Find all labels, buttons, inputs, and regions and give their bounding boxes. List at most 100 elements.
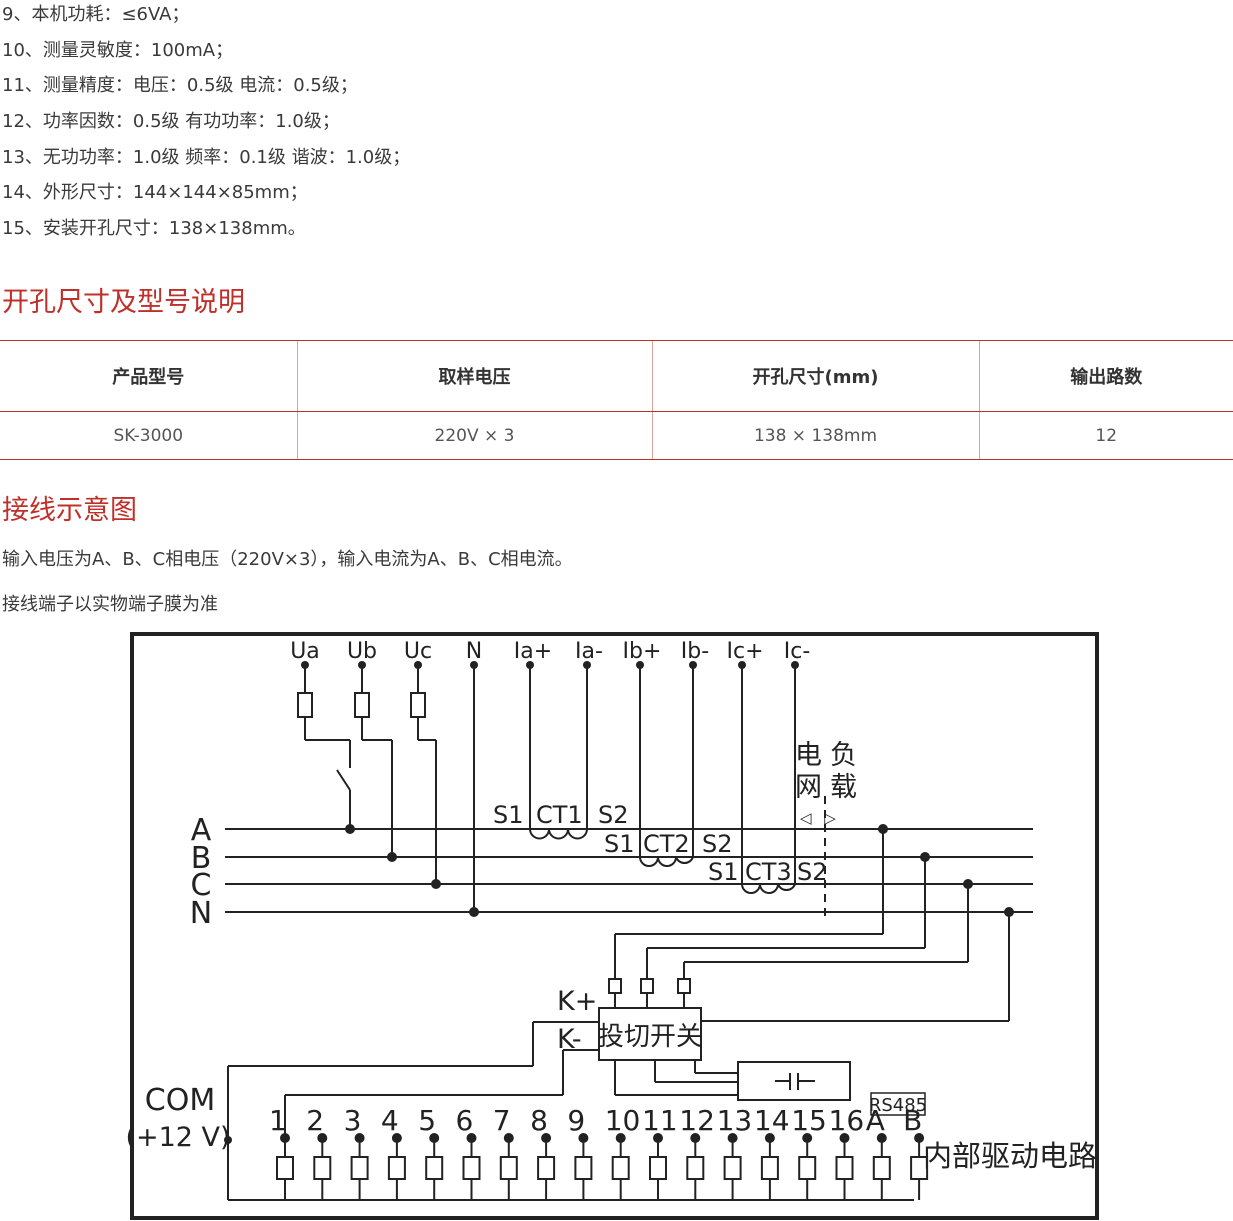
wiring-section-title: 接线示意图 (2, 495, 137, 526)
terminal-block (760, 1156, 779, 1180)
k-minus-label: K- (557, 1024, 582, 1055)
terminal-label-ub: Ub (347, 639, 377, 664)
table-row: SK-3000 220V × 3 138 × 138mm 12 (0, 411, 1233, 460)
terminal-number-3: 3 (344, 1104, 362, 1137)
terminal-block (723, 1156, 742, 1180)
terminal-number-9: 9 (567, 1104, 585, 1137)
spec-line-10: 10、测量灵敏度：100mA； (2, 40, 234, 61)
ct3-s2-label: S2 (797, 858, 828, 886)
model-section-title: 开孔尺寸及型号说明 (2, 287, 245, 318)
terminal-label-ia-minus: Ia- (575, 639, 603, 664)
switch-label: 投切开关 (598, 1022, 702, 1052)
table-cell: 138 × 138mm (651, 411, 979, 460)
table-header-cell: 开孔尺寸(mm) (651, 340, 979, 412)
terminal-number-11: 11 (642, 1104, 678, 1137)
terminal-number-4: 4 (381, 1104, 399, 1137)
terminal-label-ib-minus: Ib- (681, 639, 709, 664)
ct2-label: CT2 (643, 830, 690, 858)
terminal-number-7: 7 (493, 1104, 511, 1137)
ct1-s1-label: S1 (493, 801, 524, 829)
terminal-number-8: 8 (530, 1104, 548, 1137)
spec-line-13: 13、无功功率：1.0级 频率：0.1级 谐波：1.0级； (2, 147, 411, 168)
terminal-label-n: N (466, 639, 482, 664)
bus-label-b: B (191, 841, 212, 876)
terminal-number-2: 2 (306, 1104, 324, 1137)
terminal-blocks (276, 1133, 929, 1200)
bus-label-c: C (191, 868, 212, 903)
spec-line-9: 9、本机功耗：≤6VA； (2, 4, 190, 25)
table-header-cell: 取样电压 (296, 340, 652, 412)
com-label: COM (145, 1083, 215, 1118)
terminal-label-uc: Uc (404, 639, 432, 664)
ct1-label: CT1 (536, 801, 583, 829)
table-header-row: 产品型号 取样电压 开孔尺寸(mm) 输出路数 (0, 340, 1233, 412)
spec-line-15: 15、安装开孔尺寸：138×138mm。 (2, 218, 306, 239)
terminal-label-ua: Ua (290, 639, 320, 664)
spec-line-14: 14、外形尺寸：144×144×85mm； (2, 182, 308, 203)
terminal-number-15: 15 (791, 1104, 827, 1137)
terminal-block (649, 1156, 667, 1180)
rs485-box (870, 1092, 926, 1116)
wiring-note: 接线端子以实物端子膜为准 (2, 594, 218, 615)
terminal-block (686, 1156, 705, 1180)
model-table: 产品型号 取样电压 开孔尺寸(mm) 输出路数 SK-3000 220V × 3… (0, 340, 1233, 460)
grid-label-char-2: 网 (795, 772, 822, 803)
terminal-number-6: 6 (456, 1104, 474, 1137)
table-cell: SK-3000 (0, 411, 297, 460)
table-cell: 220V × 3 (296, 411, 652, 460)
bus-label-n: N (190, 896, 212, 931)
wiring-description: 输入电压为A、B、C相电压（220V×3），输入电流为A、B、C相电流。 (2, 549, 573, 570)
terminal-number-13: 13 (717, 1104, 753, 1137)
rs485-label: RS485 (869, 1095, 927, 1116)
terminal-block (835, 1156, 854, 1180)
terminal-block (425, 1156, 444, 1180)
direction-arrows: ◁ ▷ (800, 809, 840, 827)
terminal-block (611, 1156, 630, 1180)
com-voltage-label: (+12 V) (125, 1122, 230, 1153)
ct3-label: CT3 (745, 858, 792, 886)
spec-line-11: 11、测量精度：电压：0.5级 电流：0.5级； (2, 75, 358, 96)
bus-label-a: A (191, 813, 212, 848)
terminal-number-16: 16 (829, 1104, 865, 1137)
terminal-number-1: 1 (269, 1104, 287, 1137)
terminal-block (537, 1156, 556, 1180)
terminal-number-10: 10 (605, 1104, 641, 1137)
terminal-block (499, 1156, 518, 1180)
diagram-frame (130, 632, 1099, 1220)
ct2-s1-label: S1 (604, 830, 635, 858)
terminal-label-ic-minus: Ic- (784, 639, 811, 664)
terminal-block (387, 1156, 406, 1180)
load-label-char-1: 负 (830, 740, 857, 771)
switch-blade (336, 769, 351, 791)
ct2-s2-label: S2 (702, 830, 733, 858)
terminal-block (313, 1156, 332, 1180)
terminal-block (276, 1156, 294, 1180)
grid-label-char-1: 电 (795, 740, 822, 771)
spec-line-12: 12、功率因数：0.5级 有功功率：1.0级； (2, 111, 340, 132)
terminal-block (574, 1156, 593, 1180)
terminal-number-12: 12 (679, 1104, 715, 1137)
terminal-label-ib-plus: Ib+ (623, 639, 662, 664)
terminal-block (350, 1156, 369, 1180)
terminal-label-ic-plus: Ic+ (726, 639, 763, 664)
table-header-cell: 产品型号 (0, 340, 297, 412)
terminal-label-ia-plus: Ia+ (514, 639, 552, 664)
load-label-char-2: 载 (830, 772, 857, 803)
terminal-number-14: 14 (754, 1104, 790, 1137)
table-header-cell: 输出路数 (978, 340, 1233, 412)
table-cell: 12 (978, 411, 1233, 460)
terminal-block (872, 1156, 891, 1180)
switch-box (598, 1007, 702, 1061)
junction-dots (224, 661, 1014, 1144)
terminal-number-5: 5 (418, 1104, 436, 1137)
terminal-number-B: B (903, 1104, 922, 1137)
driver-label: 内部驱动电路 (923, 1139, 1097, 1173)
ct3-s1-label: S1 (708, 858, 739, 886)
capacitor-box (737, 1061, 851, 1101)
k-plus-label: K+ (557, 986, 597, 1017)
terminal-block (798, 1156, 817, 1180)
ct1-s2-label: S2 (598, 801, 629, 829)
terminal-block (462, 1156, 481, 1180)
